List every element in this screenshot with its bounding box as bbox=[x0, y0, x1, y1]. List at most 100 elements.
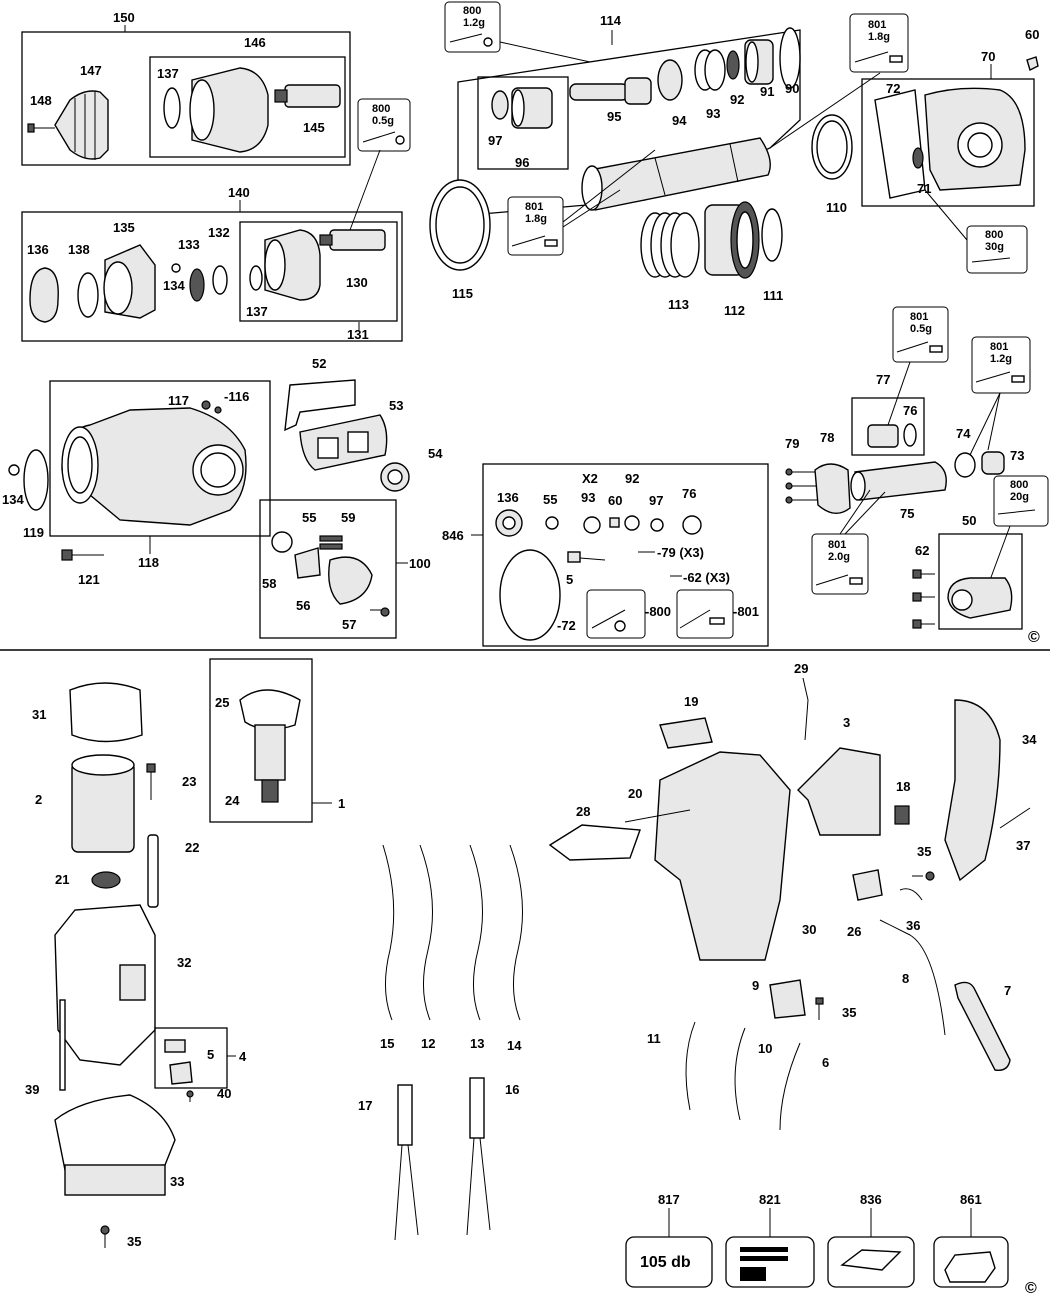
kit-label-136: 136 bbox=[497, 490, 519, 505]
armature-1 bbox=[209, 658, 313, 823]
wire-6 bbox=[779, 1042, 801, 1131]
svg-text:1.2g: 1.2g bbox=[463, 17, 485, 29]
label-90: 90 bbox=[785, 81, 799, 96]
svg-text:800: 800 bbox=[372, 103, 390, 115]
ring-55 bbox=[271, 531, 293, 553]
kit-label-x2: X2 bbox=[582, 471, 598, 486]
svg-text:2.0g: 2.0g bbox=[828, 551, 850, 563]
cylinder-75 bbox=[850, 461, 947, 501]
label-137a: 137 bbox=[157, 66, 179, 81]
label-96: 96 bbox=[515, 155, 529, 170]
label-55: 55 bbox=[302, 510, 316, 525]
label-836: 836 bbox=[860, 1192, 882, 1207]
case-861: 861 bbox=[933, 1192, 1009, 1288]
screws-62 bbox=[912, 569, 935, 629]
kit-label-93: 93 bbox=[581, 490, 595, 505]
label-26: 26 bbox=[847, 924, 861, 939]
switch-3 bbox=[797, 747, 881, 836]
part-26 bbox=[852, 869, 883, 901]
label-58: 58 bbox=[262, 576, 276, 591]
label-35b: 35 bbox=[917, 844, 931, 859]
bolt-121 bbox=[61, 549, 104, 561]
noise-label-817: 817 105 db bbox=[625, 1192, 713, 1288]
ring-111 bbox=[761, 208, 783, 262]
part-73 bbox=[981, 451, 1005, 475]
label-11: 11 bbox=[647, 1031, 661, 1046]
assembly-114: 114 97 96 95 94 93 92 91 90 bbox=[457, 13, 801, 216]
label-97: 97 bbox=[488, 133, 502, 148]
screw-148 bbox=[27, 123, 55, 133]
grease-tag-801-1.8g-b: 801 1.8g bbox=[507, 149, 656, 256]
label-72: 72 bbox=[886, 81, 900, 96]
part-20 bbox=[624, 809, 691, 823]
striker-95 bbox=[569, 77, 652, 105]
label-plate-821: 821 bbox=[725, 1192, 815, 1288]
housing-30 bbox=[654, 751, 791, 961]
sleeve-131 bbox=[264, 229, 321, 301]
case-836: 836 bbox=[827, 1192, 915, 1288]
svg-text:1.8g: 1.8g bbox=[525, 213, 547, 225]
svg-text:0.5g: 0.5g bbox=[910, 323, 932, 335]
ring-74 bbox=[954, 452, 976, 478]
label-6: 6 bbox=[822, 1055, 829, 1070]
label-5: 5 bbox=[207, 1047, 214, 1062]
label-57: 57 bbox=[342, 617, 356, 632]
label-861: 861 bbox=[960, 1192, 982, 1207]
kit-label-97: 97 bbox=[649, 493, 663, 508]
svg-text:800: 800 bbox=[1010, 479, 1028, 491]
switch-4 bbox=[154, 1027, 228, 1089]
part-9 bbox=[769, 979, 806, 1019]
copyright-bottom: © bbox=[1025, 1280, 1037, 1297]
label-54: 54 bbox=[428, 446, 443, 461]
label-119: 119 bbox=[23, 525, 44, 540]
ring-133 bbox=[189, 268, 205, 302]
label-52: 52 bbox=[312, 356, 326, 371]
screw-117 bbox=[201, 400, 211, 410]
ring-137b bbox=[249, 265, 263, 291]
label-74: 74 bbox=[956, 426, 971, 441]
label-40: 40 bbox=[217, 1086, 231, 1101]
kit-ring-97 bbox=[650, 518, 664, 532]
svg-text:801: 801 bbox=[868, 19, 886, 31]
ball-134 bbox=[171, 263, 181, 273]
label-39: 39 bbox=[25, 1082, 39, 1097]
screw-40 bbox=[186, 1090, 194, 1102]
cylinder bbox=[581, 137, 771, 211]
label-116: -116 bbox=[224, 389, 249, 404]
part-29 bbox=[802, 677, 809, 741]
label-100: 100 bbox=[409, 556, 431, 571]
label-29: 29 bbox=[794, 661, 808, 676]
label-60: 60 bbox=[1025, 27, 1039, 42]
label-22: 22 bbox=[185, 840, 199, 855]
part-145 bbox=[274, 84, 341, 108]
knob-56 bbox=[328, 556, 373, 605]
label-138: 138 bbox=[68, 242, 90, 257]
screw-23 bbox=[146, 763, 156, 800]
label-53: 53 bbox=[389, 398, 403, 413]
label-134a: 134 bbox=[163, 278, 185, 293]
sleeve-91 bbox=[744, 39, 774, 85]
kit-label-801: -801 bbox=[733, 604, 759, 619]
assembly-140: 140 136 138 135 134 133 132 137 130 1 bbox=[21, 185, 403, 342]
label-36: 36 bbox=[906, 918, 920, 933]
label-50: 50 bbox=[962, 513, 976, 528]
label-3: 3 bbox=[843, 715, 850, 730]
copyright-top: © bbox=[1028, 629, 1040, 646]
svg-text:800: 800 bbox=[463, 5, 481, 17]
gear-112 bbox=[704, 201, 760, 279]
label-2: 2 bbox=[35, 792, 42, 807]
part-96 bbox=[511, 87, 553, 129]
label-70: 70 bbox=[981, 49, 995, 64]
label-113: 113 bbox=[668, 297, 689, 312]
label-111: 111 bbox=[763, 288, 783, 303]
label-134b: 134 bbox=[2, 492, 24, 507]
label-78: 78 bbox=[820, 430, 834, 445]
label-137b: 137 bbox=[246, 304, 268, 319]
spring-113 bbox=[640, 212, 700, 278]
coil-17 bbox=[394, 1084, 419, 1241]
kit-label-76: 76 bbox=[682, 486, 696, 501]
flange-78 bbox=[814, 463, 851, 514]
screw-116 bbox=[214, 406, 222, 414]
part-18 bbox=[894, 805, 910, 825]
label-28: 28 bbox=[576, 804, 590, 819]
